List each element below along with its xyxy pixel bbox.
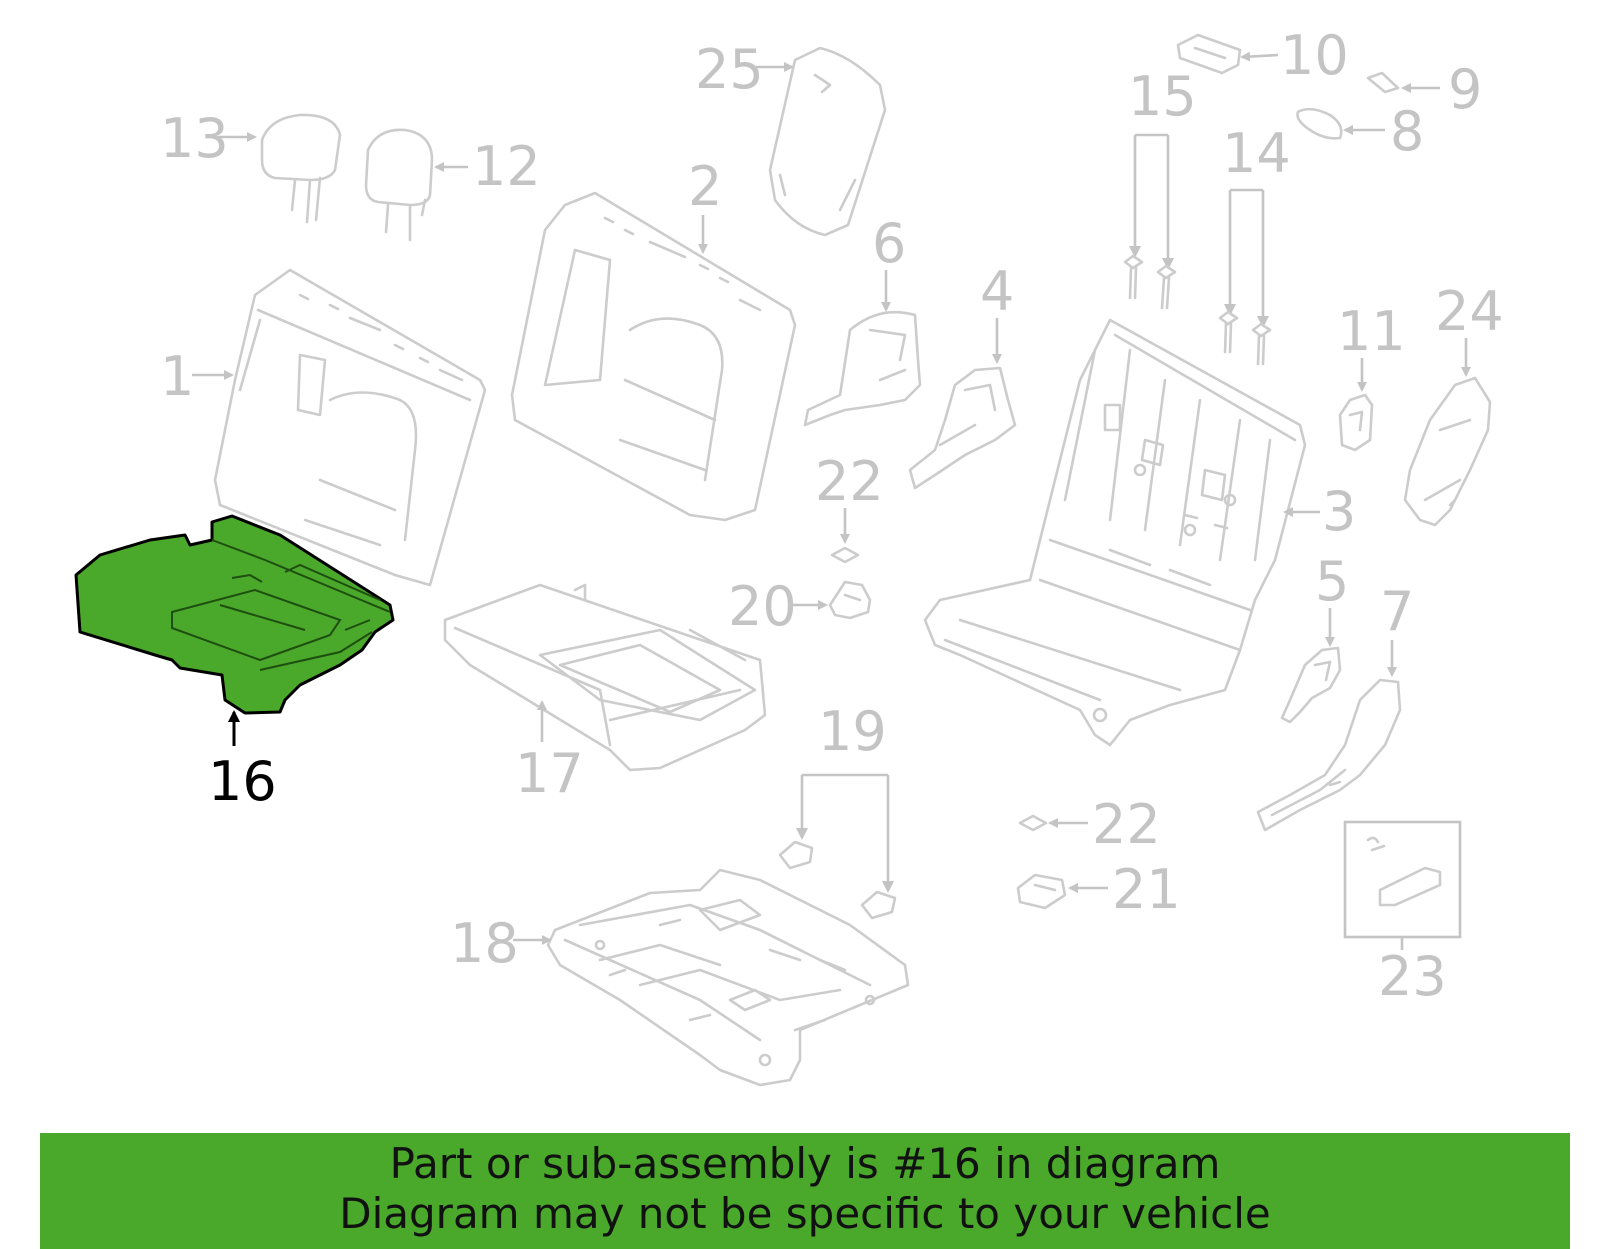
part-16-seat-cushion[interactable]: 16 xyxy=(74,514,395,813)
callout-13: 13 xyxy=(160,107,229,170)
part-4-trim[interactable]: 4 xyxy=(908,260,1017,490)
part-20-bracket[interactable]: 20 xyxy=(728,575,872,638)
seat-parts-diagram: 13 12 1 2 25 6 4 xyxy=(74,24,1504,1087)
part-22-clip-lower[interactable]: 22 xyxy=(1018,793,1161,856)
part-7-side-shield[interactable]: 7 xyxy=(1256,580,1414,832)
part-8-cap[interactable]: 8 xyxy=(1296,100,1425,163)
callout-22-lower: 22 xyxy=(1092,793,1161,856)
callout-23: 23 xyxy=(1378,945,1447,1008)
part-9-clip[interactable]: 9 xyxy=(1366,58,1482,121)
info-banner: Part or sub-assembly is #16 in diagram D… xyxy=(40,1133,1570,1249)
banner-line-2: Diagram may not be specific to your vehi… xyxy=(339,1189,1271,1238)
part-10-clip[interactable]: 10 xyxy=(1176,24,1349,87)
part-18-base-frame[interactable]: 18 xyxy=(450,868,910,1087)
callout-7: 7 xyxy=(1380,580,1414,643)
part-3-seat-frame[interactable]: 3 xyxy=(923,318,1356,747)
callout-15: 15 xyxy=(1128,65,1197,128)
part-2-seat-back-panel[interactable]: 2 xyxy=(510,155,797,522)
callout-14: 14 xyxy=(1222,122,1291,185)
callout-10: 10 xyxy=(1280,24,1349,87)
banner-line-1: Part or sub-assembly is #16 in diagram xyxy=(389,1139,1221,1188)
part-15-bolts[interactable]: 15 xyxy=(1123,65,1197,310)
part-12-headrest[interactable]: 12 xyxy=(364,128,541,242)
callout-8: 8 xyxy=(1390,100,1424,163)
part-5-cover[interactable]: 5 xyxy=(1280,550,1349,724)
callout-24: 24 xyxy=(1435,280,1504,343)
part-23-kit[interactable]: 23 xyxy=(1343,820,1462,1008)
part-13-headrest[interactable]: 13 xyxy=(160,107,342,224)
callout-12: 12 xyxy=(472,135,541,198)
callout-4: 4 xyxy=(980,260,1014,323)
callout-16: 16 xyxy=(208,750,277,813)
part-24-side-trim[interactable]: 24 xyxy=(1403,280,1504,527)
callout-2: 2 xyxy=(688,155,722,218)
callout-1: 1 xyxy=(160,345,194,408)
callout-18: 18 xyxy=(450,912,519,975)
part-1-seat-back[interactable]: 1 xyxy=(160,268,487,587)
callout-20: 20 xyxy=(728,575,797,638)
callout-17: 17 xyxy=(515,742,584,805)
callout-11: 11 xyxy=(1337,300,1406,363)
callout-3: 3 xyxy=(1322,480,1356,543)
callout-19: 19 xyxy=(818,700,887,763)
part-21-bracket[interactable]: 21 xyxy=(1016,858,1181,921)
part-17-cushion-pan[interactable]: 17 xyxy=(443,583,767,805)
callout-5: 5 xyxy=(1315,550,1349,613)
callout-25: 25 xyxy=(695,38,764,101)
callout-6: 6 xyxy=(872,212,906,275)
callout-21: 21 xyxy=(1112,858,1181,921)
callout-22-upper: 22 xyxy=(815,450,884,513)
part-6-bracket[interactable]: 6 xyxy=(803,212,922,427)
part-14-bolts[interactable]: 14 xyxy=(1218,122,1291,366)
part-25-back-cover[interactable]: 25 xyxy=(695,38,887,237)
part-11-latch[interactable]: 11 xyxy=(1337,300,1406,452)
part-19-brackets[interactable]: 19 xyxy=(778,700,897,920)
part-22-clip-upper[interactable]: 22 xyxy=(815,450,884,564)
callout-9: 9 xyxy=(1448,58,1482,121)
